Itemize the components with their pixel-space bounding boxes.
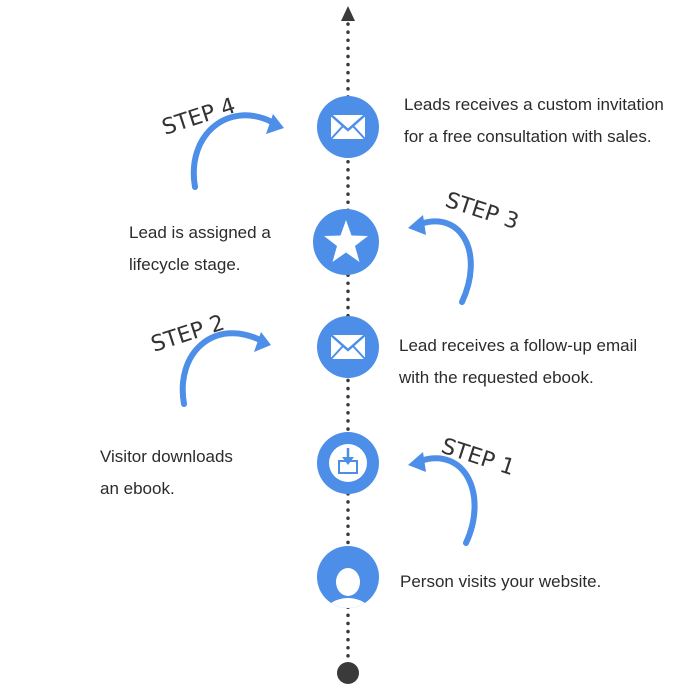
node-5-description: Leads receives a custom invitation for a… [404,89,664,153]
step-2-arrow [179,330,263,407]
description-line: an ebook. [100,479,175,498]
description-line: lifecycle stage. [129,255,241,274]
description-line: Leads receives a custom invitation [404,95,664,114]
envelope-icon [330,334,366,360]
envelope-icon [330,114,366,140]
step-2-arrowhead [254,332,271,352]
timeline-arrow-head [341,6,355,21]
timeline-start-dot [337,662,359,684]
node-lifecycle-stage [313,209,379,275]
node-1-description: Person visits your website. [400,566,601,598]
step-1-arrowhead [408,452,426,472]
description-line: for a free consultation with sales. [404,127,652,146]
step-2-callout: STEP 2 [148,311,271,407]
node-2-description: Visitor downloads an ebook. [100,441,233,505]
node-website-visit [317,546,379,608]
description-line: Person visits your website. [400,572,602,591]
node-invitation [317,96,379,158]
person-icon [326,568,370,608]
node-4-description: Lead is assigned a lifecycle stage. [129,217,271,281]
step-4-arrow [190,112,275,190]
step-3-arrowhead [408,215,426,235]
step-1-callout: STEP 1 [408,434,518,546]
node-ebook-download [317,432,379,494]
node-3-description: Lead receives a follow-up email with the… [399,330,637,394]
node-follow-up-email [317,316,379,378]
step-4-callout: STEP 4 [159,94,284,190]
step-1-arrow [417,455,478,546]
description-line: Lead receives a follow-up email [399,336,638,355]
step-4-arrowhead [266,114,284,134]
step-3-callout: STEP 3 [408,188,522,305]
step-3-arrow [417,218,474,305]
star-icon [324,220,368,262]
description-line: with the requested ebook. [399,368,594,387]
step-1-label: STEP 1 [438,434,518,481]
description-line: Visitor downloads [100,447,233,466]
description-line: Lead is assigned a [129,223,271,242]
download-icon [338,448,358,474]
